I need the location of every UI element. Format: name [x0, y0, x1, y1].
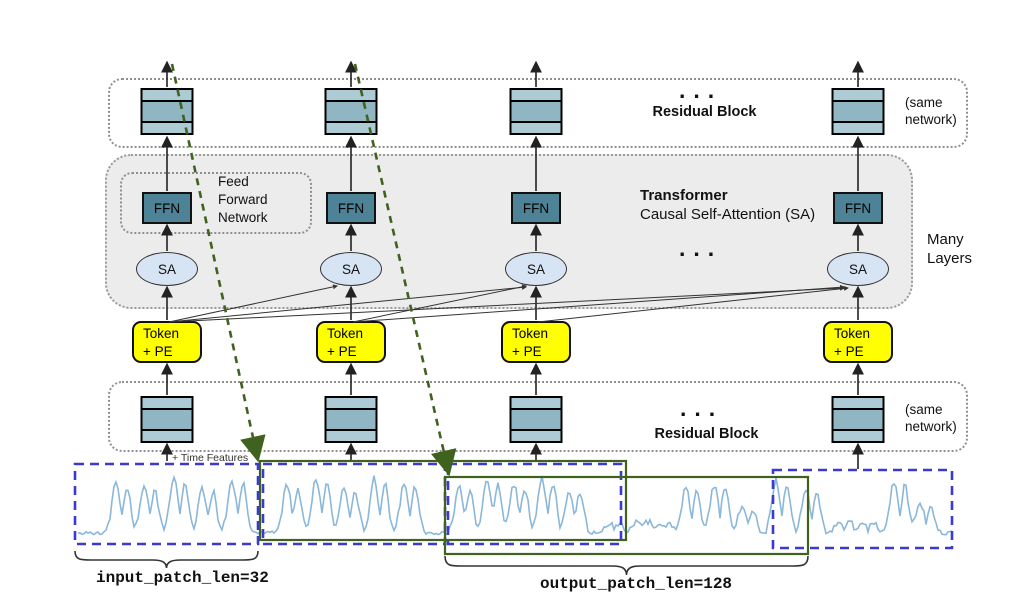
- input-patch-len-label: input_patch_len=32: [96, 569, 269, 587]
- residual-band: [511, 101, 561, 122]
- residual-band: [142, 431, 192, 441]
- input-patch-box: [73, 462, 260, 546]
- residual-band: [326, 123, 376, 133]
- token-label-line1: Token: [512, 326, 549, 341]
- ellipsis-bottom: ...: [680, 395, 724, 421]
- residual-band: [326, 101, 376, 122]
- many-layers-label: Many Layers: [927, 231, 973, 267]
- residual-band: [833, 431, 883, 441]
- token-pe-box: Token + PE: [823, 321, 893, 363]
- residual-band: [833, 101, 883, 122]
- ffn-box: FFN: [511, 192, 561, 224]
- residual-band: [833, 398, 883, 408]
- residual-block: [831, 88, 885, 135]
- output-patch-box: [258, 459, 628, 542]
- residual-band: [142, 123, 192, 133]
- self-attention-ellipse: SA: [505, 252, 567, 286]
- output-patch-len-label: output_patch_len=128: [540, 575, 733, 593]
- token-pe-box: Token + PE: [316, 321, 386, 363]
- ffn-box: FFN: [833, 192, 883, 224]
- residual-band: [511, 398, 561, 408]
- residual-band: [326, 90, 376, 100]
- token-pe-box: Token + PE: [132, 321, 202, 363]
- residual-block: [140, 396, 194, 443]
- residual-band: [326, 409, 376, 430]
- token-label-line2: + PE: [327, 344, 357, 359]
- input-patch-box: [771, 468, 954, 550]
- input-patch-box: [446, 462, 623, 546]
- input-patch-box: [261, 462, 447, 546]
- transformer-subtitle: Causal Self-Attention (SA): [640, 206, 816, 223]
- self-attention-ellipse: SA: [320, 252, 382, 286]
- residual-band: [833, 409, 883, 430]
- residual-band: [142, 101, 192, 122]
- ellipsis-middle: ...: [679, 235, 723, 261]
- time-series-waveform: [77, 474, 953, 536]
- residual-band: [833, 90, 883, 100]
- residual-block: [509, 88, 563, 135]
- input-patch-brace: [74, 550, 259, 569]
- output-patch-brace: [444, 555, 809, 576]
- token-label-line1: Token: [327, 326, 364, 341]
- residual-band: [511, 409, 561, 430]
- token-label-line2: + PE: [512, 344, 542, 359]
- residual-band: [142, 409, 192, 430]
- token-label-line2: + PE: [143, 344, 173, 359]
- same-network-label-top: (same network): [905, 95, 957, 127]
- residual-band: [511, 90, 561, 100]
- residual-block: [140, 88, 194, 135]
- token-label-line1: Token: [834, 326, 871, 341]
- residual-block-label-top: Residual Block: [652, 104, 757, 120]
- feed-forward-network-label: Feed Forward Network: [218, 174, 268, 225]
- ellipsis-top: ...: [679, 77, 723, 103]
- residual-block: [324, 88, 378, 135]
- ffn-box: FFN: [326, 192, 376, 224]
- token-label-line2: + PE: [834, 344, 864, 359]
- residual-block: [509, 396, 563, 443]
- self-attention-ellipse: SA: [827, 252, 889, 286]
- residual-block: [831, 396, 885, 443]
- residual-block-label-bottom: Residual Block: [654, 426, 759, 442]
- residual-band: [142, 398, 192, 408]
- residual-band: [326, 431, 376, 441]
- transformer-title: Transformer: [640, 187, 728, 204]
- residual-band: [511, 431, 561, 441]
- output-patch-box: [443, 475, 810, 556]
- ffn-box: FFN: [142, 192, 192, 224]
- residual-band: [142, 90, 192, 100]
- residual-band: [511, 123, 561, 133]
- token-pe-box: Token + PE: [501, 321, 571, 363]
- same-network-label-bottom: (same network): [905, 402, 957, 434]
- self-attention-ellipse: SA: [136, 252, 198, 286]
- residual-band: [326, 398, 376, 408]
- token-label-line1: Token: [143, 326, 180, 341]
- time-features-label: + Time Features: [172, 452, 249, 464]
- residual-block: [324, 396, 378, 443]
- residual-band: [833, 123, 883, 133]
